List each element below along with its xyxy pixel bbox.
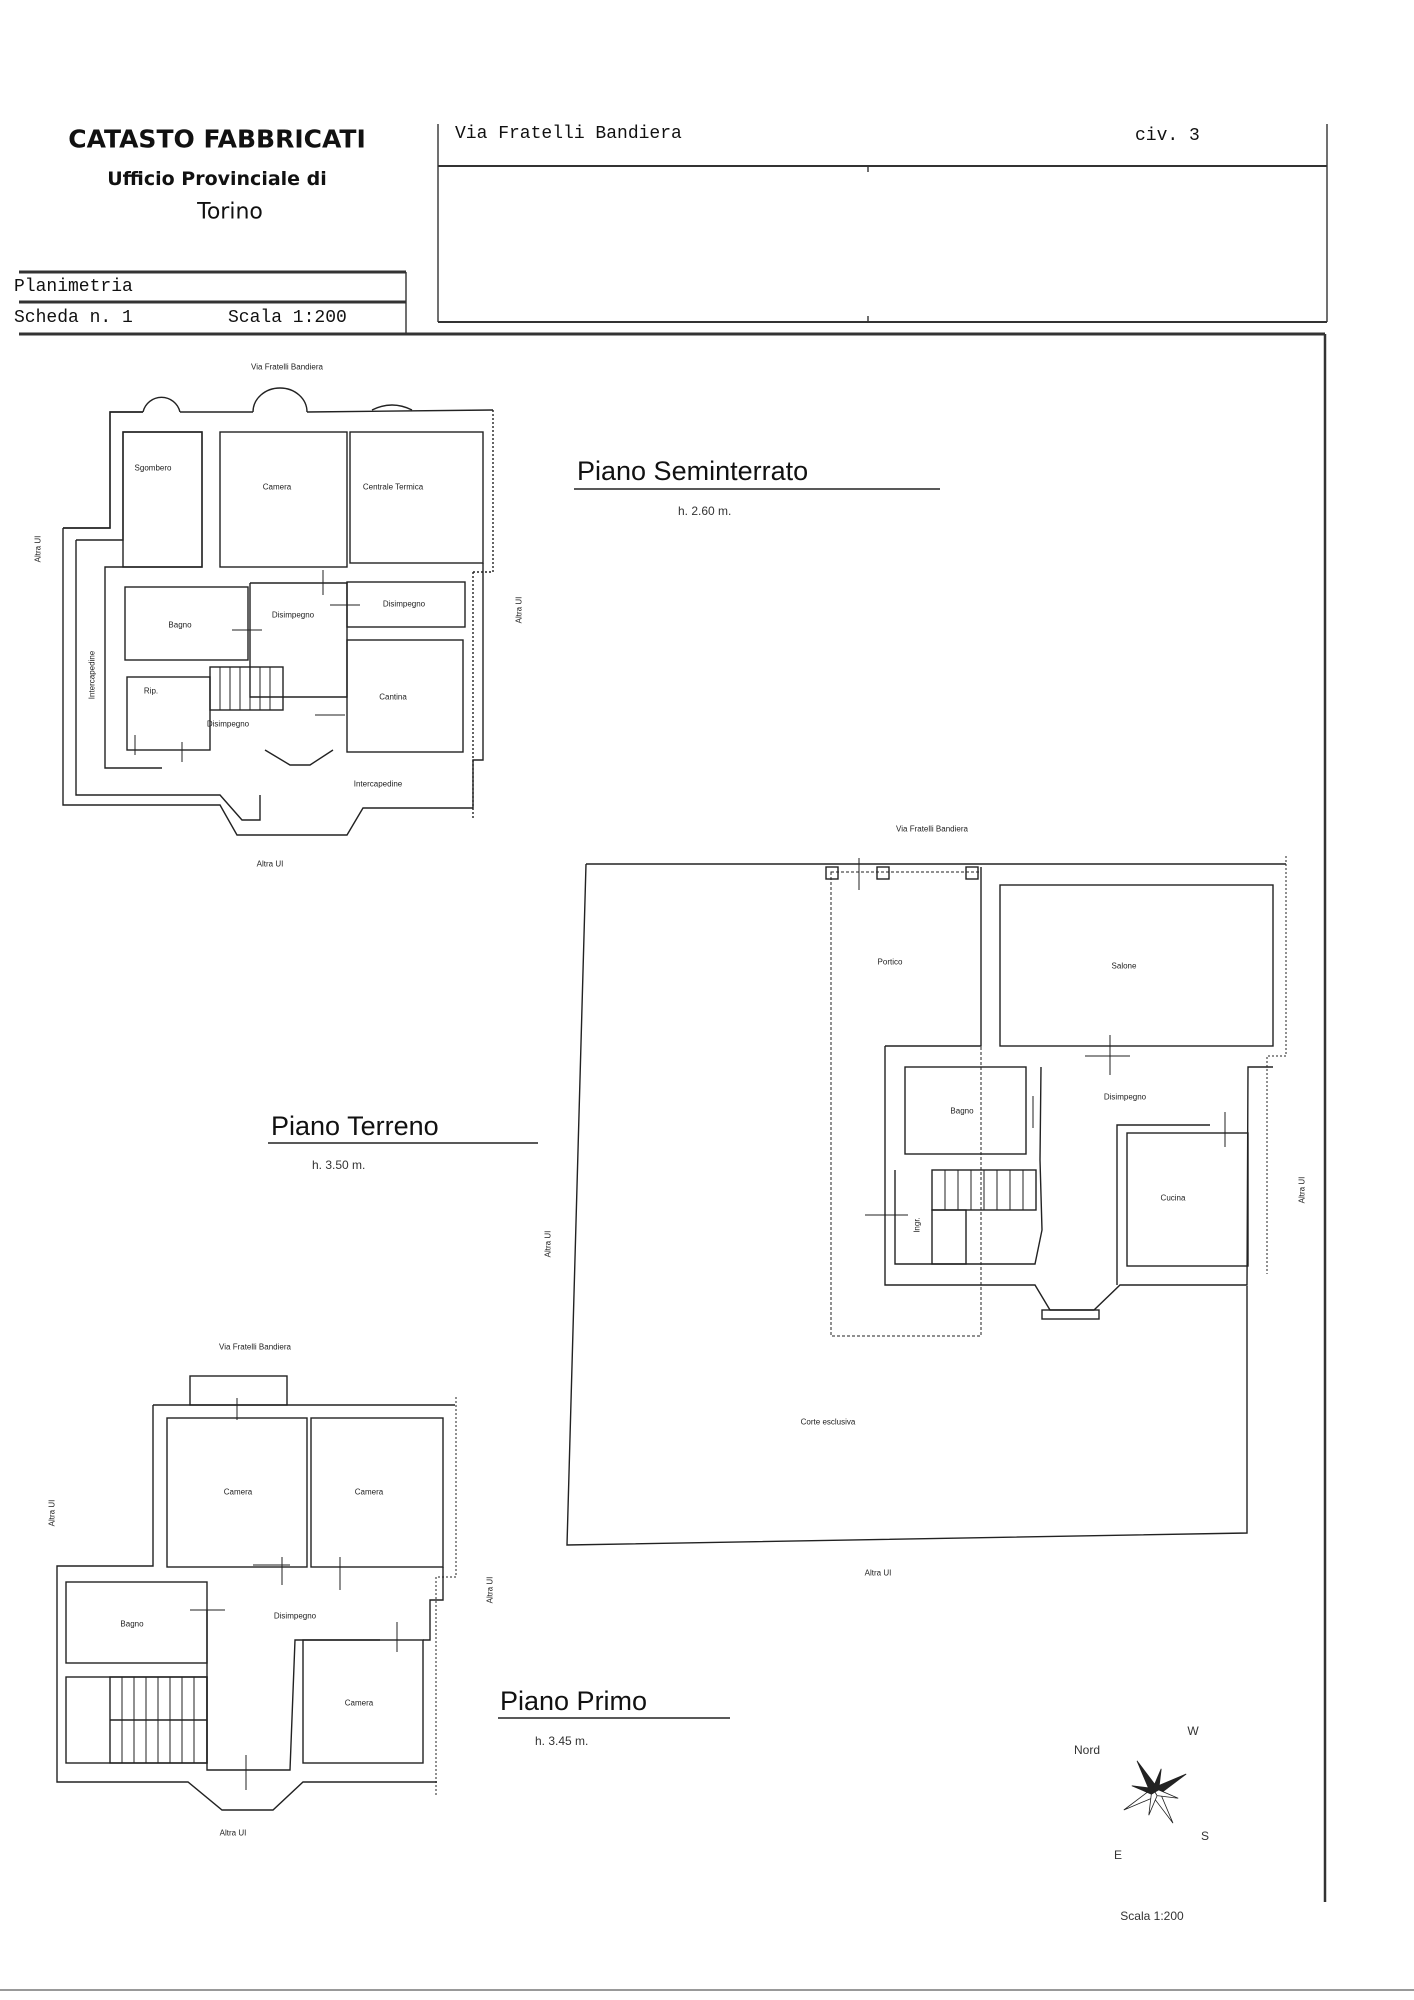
street-label: Via Fratelli Bandiera [219,1342,291,1352]
header-scale: Scala 1:200 [228,308,347,328]
room-label: Intercapedine [87,650,97,700]
room-label: Camera [223,1487,253,1497]
document-type: Planimetria [14,277,133,297]
room-label: Bagno [120,1619,144,1629]
floor-height-seminterrato: h. 2.60 m. [678,504,732,518]
room-label: Corte esclusiva [800,1417,856,1427]
neighbor-label: Altra UI [485,1576,495,1604]
compass-e-label: E [1113,1848,1123,1862]
floor-title-terreno: Piano Terreno [271,1111,439,1141]
room-label: Disimpegno [271,610,315,620]
plan-seminterrato-walls [62,387,494,836]
room-label: Intercapedine [353,779,403,789]
room-label: Ingr. [912,1217,922,1233]
office-city: Torino [197,199,263,225]
compass-w-label: W [1187,1724,1199,1738]
compass-rose-icon [1123,1760,1187,1824]
plan-primo-walls [56,1375,457,1811]
floor-height-terreno: h. 3.50 m. [312,1158,366,1172]
room-label: Bagno [168,620,192,630]
neighbor-label: Altra UI [514,596,524,624]
room-label: Camera [344,1698,374,1708]
drawing-scale: Scala 1:200 [1120,1909,1184,1923]
room-label: Disimpegno [273,1611,317,1621]
floor-title-primo: Piano Primo [500,1686,648,1716]
room-label: Rip. [143,686,159,696]
neighbor-label: Altra UI [219,1828,247,1838]
room-label: Disimpegno [382,599,426,609]
header-frame [0,124,1414,1991]
compass-north-label: Nord [1073,1743,1101,1757]
neighbor-label: Altra UI [543,1230,553,1258]
floor-height-primo: h. 3.45 m. [535,1734,589,1748]
neighbor-label: Altra UI [864,1568,892,1578]
room-label: Camera [262,482,292,492]
room-label: Portico [877,957,903,967]
room-label: Salone [1111,961,1137,971]
compass-s-label: S [1200,1829,1210,1843]
neighbor-label: Altra UI [33,535,43,563]
room-label: Disimpegno [206,719,250,729]
room-label: Camera [354,1487,384,1497]
room-label: Cucina [1160,1193,1186,1203]
neighbor-label: Altra UI [256,859,284,869]
office-title: CATASTO FABBRICATI [68,124,366,154]
office-subtitle: Ufficio Provinciale di [107,168,327,190]
floor-title-seminterrato: Piano Seminterrato [577,456,809,486]
street-label: Via Fratelli Bandiera [896,824,968,834]
room-label: Sgombero [134,463,172,473]
room-label: Disimpegno [1103,1092,1147,1102]
scheda-number: Scheda n. 1 [14,308,133,328]
neighbor-label: Altra UI [1297,1176,1307,1204]
civic-number: civ. 3 [1135,126,1200,146]
room-label: Centrale Termica [362,482,424,492]
street-label: Via Fratelli Bandiera [251,362,323,372]
plan-terreno-walls [566,856,1287,1546]
room-label: Cantina [379,692,407,702]
room-label: Bagno [950,1106,974,1116]
neighbor-label: Altra UI [47,1499,57,1527]
address: Via Fratelli Bandiera [455,124,682,144]
